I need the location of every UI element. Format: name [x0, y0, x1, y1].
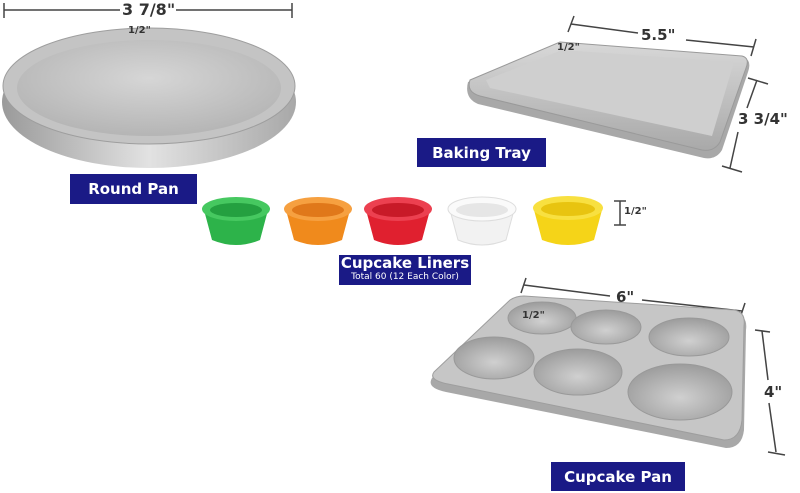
cupcake-pan-label: Cupcake Pan	[551, 462, 685, 491]
liner-red	[364, 197, 432, 245]
baking-tray-length: 5.5"	[641, 26, 676, 44]
cupcake-pan-depth: 1/2"	[522, 310, 545, 321]
baking-tray-label: Baking Tray	[417, 138, 546, 167]
liner-green	[202, 197, 270, 245]
liner-orange	[284, 197, 352, 245]
cupcake-pan-width: 4"	[764, 383, 783, 401]
baking-tray-width: 3 3/4"	[738, 110, 788, 128]
cupcake-liners-sublabel: Total 60 (12 Each Color)	[351, 272, 459, 282]
cupcake-liners-label: Cupcake Liners Total 60 (12 Each Color)	[339, 255, 471, 285]
round-pan-depth: 1/2"	[128, 25, 151, 36]
liner-white	[447, 196, 517, 246]
baking-tray-depth: 1/2"	[557, 42, 580, 53]
round-pan-label: Round Pan	[70, 174, 197, 204]
cupcake-pan-length: 6"	[616, 288, 635, 306]
round-pan-diameter: 3 7/8"	[122, 0, 176, 19]
liner-height: 1/2"	[624, 206, 647, 217]
cupcake-liners-title: Cupcake Liners	[340, 254, 470, 272]
liner-yellow	[533, 196, 603, 245]
round-pan-image	[2, 27, 296, 168]
